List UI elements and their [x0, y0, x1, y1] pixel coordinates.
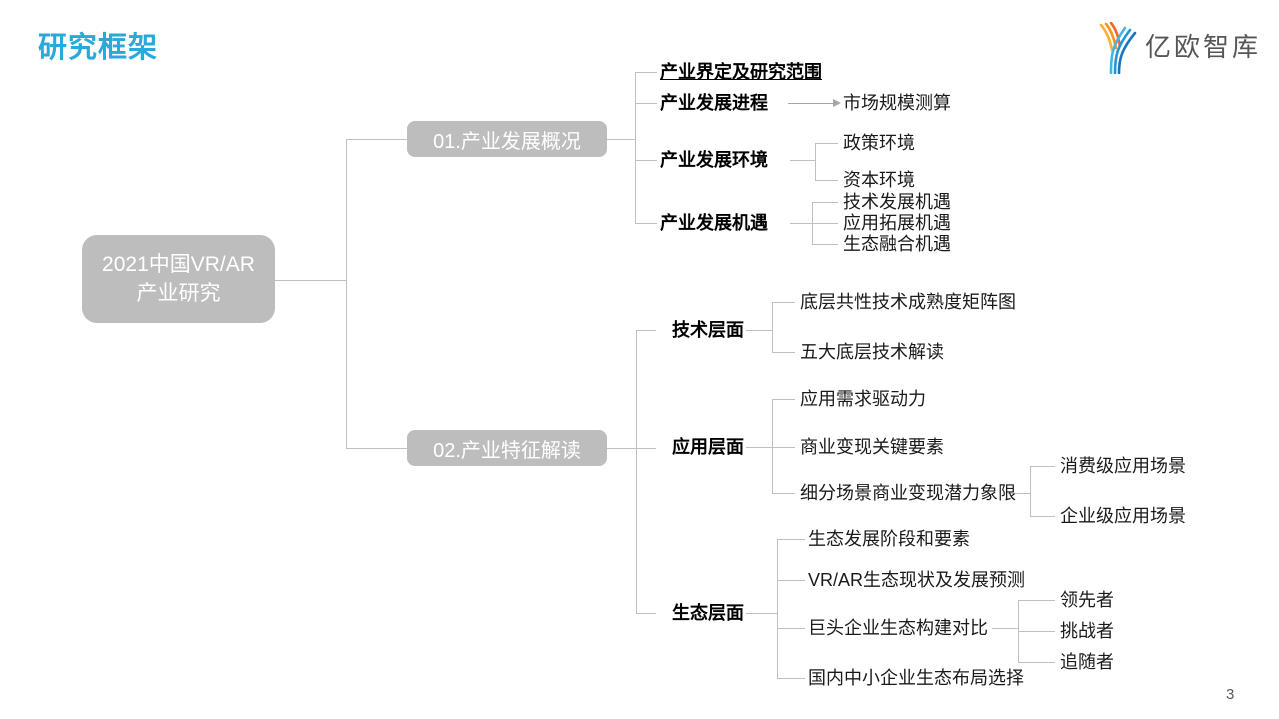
- connector-line: [815, 180, 838, 181]
- connector-line: [346, 448, 407, 449]
- item-industry-scope[interactable]: 产业界定及研究范围: [660, 62, 822, 82]
- connector-line: [635, 72, 636, 224]
- connector-line: [772, 493, 795, 494]
- root-node-line2: 产业研究: [136, 282, 221, 305]
- connector-line: [635, 72, 657, 73]
- connector-line: [812, 223, 838, 224]
- leaf-five-core-tech: 五大底层技术解读: [800, 342, 944, 362]
- logo-text: 亿欧智库: [1145, 31, 1262, 62]
- connector-line: [1030, 466, 1055, 467]
- connector-line: [777, 580, 805, 581]
- leaf-monetization-factors: 商业变现关键要素: [800, 437, 944, 457]
- connector-line: [346, 139, 347, 449]
- connector-line: [772, 399, 795, 400]
- connector-line: [812, 244, 838, 245]
- connector-line: [772, 399, 773, 494]
- leaf-eco-stages: 生态发展阶段和要素: [808, 529, 970, 549]
- connector-line: [635, 223, 657, 224]
- leaf-challenger: 挑战者: [1060, 621, 1114, 641]
- connector-line: [636, 330, 656, 331]
- connector-line: [635, 103, 657, 104]
- connector-line: [772, 302, 795, 303]
- connector-line: [346, 139, 407, 140]
- connector-line: [746, 447, 772, 448]
- connector-line: [772, 302, 773, 353]
- arrow-line: [788, 103, 833, 104]
- connector-line: [815, 143, 838, 144]
- leaf-consumer-scenarios: 消费级应用场景: [1060, 456, 1186, 476]
- connector-line: [607, 448, 636, 449]
- connector-line: [636, 613, 656, 614]
- leaf-app-opportunity: 应用拓展机遇: [843, 213, 951, 233]
- leaf-potential-quadrant: 细分场景商业变现潜力象限: [800, 483, 1016, 503]
- connector-line: [992, 628, 1018, 629]
- connector-line: [636, 330, 637, 614]
- leaf-tech-opportunity: 技术发展机遇: [843, 192, 951, 212]
- connector-line: [1008, 493, 1030, 494]
- connector-line: [746, 613, 777, 614]
- leaf-demand-driver: 应用需求驱动力: [800, 389, 926, 409]
- connector-line: [636, 448, 656, 449]
- connector-line: [777, 539, 778, 679]
- connector-line: [1018, 600, 1055, 601]
- leaf-eco-status-forecast: VR/AR生态现状及发展预测: [808, 570, 1026, 590]
- item-ecosystem-level: 生态层面: [672, 603, 744, 623]
- connector-line: [772, 447, 795, 448]
- connector-line: [275, 280, 346, 281]
- connector-line: [777, 678, 805, 679]
- connector-line: [1018, 631, 1055, 632]
- connector-line: [815, 143, 816, 181]
- connector-line: [746, 330, 772, 331]
- connector-line: [772, 352, 795, 353]
- section1-node: 01.产业发展概况: [407, 121, 607, 157]
- root-node-line1: 2021中国VR/AR: [102, 252, 255, 276]
- item-tech-level: 技术层面: [672, 320, 744, 340]
- connector-line: [777, 539, 805, 540]
- leaf-sme-strategy: 国内中小企业生态布局选择: [808, 668, 1024, 688]
- leaf-enterprise-scenarios: 企业级应用场景: [1060, 506, 1186, 526]
- connector-line: [790, 223, 812, 224]
- item-development-opportunity: 产业发展机遇: [660, 213, 768, 233]
- item-application-level: 应用层面: [672, 437, 744, 457]
- leaf-capital-environment: 资本环境: [843, 170, 915, 190]
- root-node: 2021中国VR/AR 产业研究: [82, 235, 275, 323]
- item-development-process: 产业发展进程: [660, 93, 768, 113]
- leaf-leader: 领先者: [1060, 590, 1114, 610]
- connector-line: [635, 160, 657, 161]
- page-title: 研究框架: [38, 32, 159, 64]
- leaf-giants-comparison: 巨头企业生态构建对比: [808, 618, 988, 638]
- leaf-market-size: 市场规模测算: [843, 93, 951, 113]
- connector-line: [777, 628, 805, 629]
- logo: 亿欧智库: [1099, 22, 1261, 74]
- leaf-eco-opportunity: 生态融合机遇: [843, 234, 951, 254]
- connector-line: [1030, 466, 1031, 517]
- page-number: 3: [1226, 686, 1235, 703]
- connector-line: [1030, 516, 1055, 517]
- leaf-maturity-matrix: 底层共性技术成熟度矩阵图: [800, 292, 1016, 312]
- connector-line: [790, 160, 815, 161]
- connector-line: [607, 139, 635, 140]
- item-development-environment: 产业发展环境: [660, 150, 768, 170]
- arrowhead-icon: [833, 99, 841, 107]
- eo-logo-icon: [1099, 22, 1137, 74]
- leaf-policy-environment: 政策环境: [843, 133, 915, 153]
- connector-line: [812, 202, 838, 203]
- connector-line: [1018, 662, 1055, 663]
- section2-node: 02.产业特征解读: [407, 430, 607, 466]
- leaf-follower: 追随者: [1060, 652, 1114, 672]
